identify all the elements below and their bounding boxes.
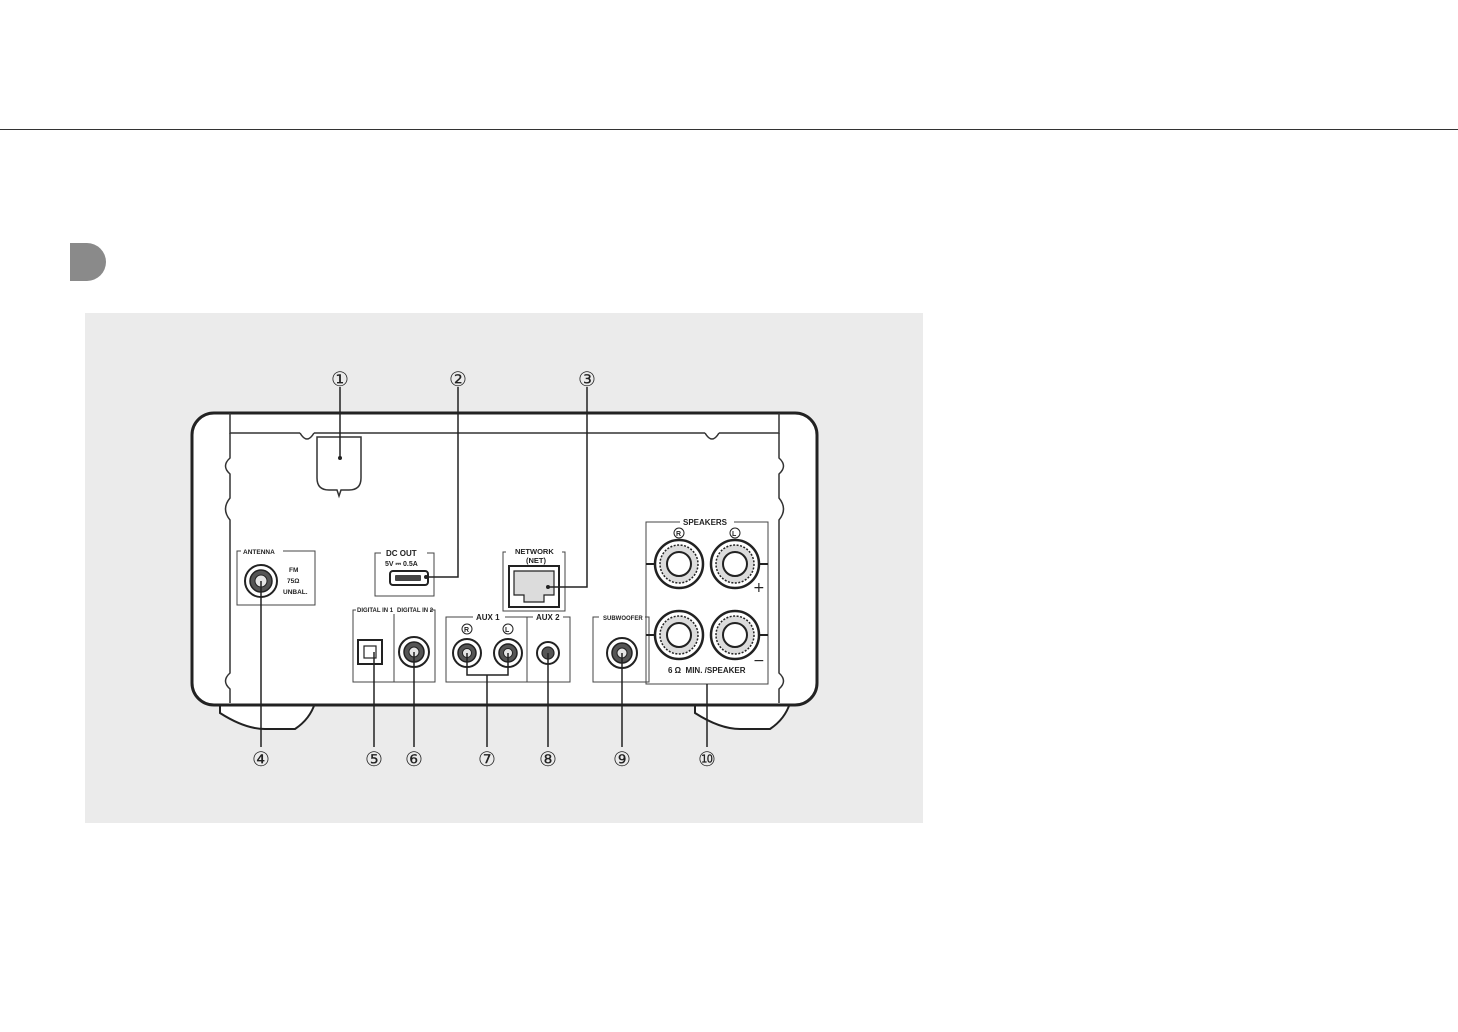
aux1-label: AUX 1 bbox=[476, 613, 500, 622]
aux-l-label: L bbox=[505, 627, 510, 634]
callout-4: ④ bbox=[252, 747, 270, 771]
callout-8: ⑧ bbox=[539, 747, 557, 771]
network-label: NETWORK bbox=[515, 547, 554, 556]
dc-out-rating: 5V ⎓ 0.5A bbox=[385, 561, 418, 568]
speaker-terminal-l-plus[interactable] bbox=[711, 540, 759, 588]
speaker-terminal-r-minus[interactable] bbox=[655, 611, 703, 659]
speaker-r-label: R bbox=[676, 531, 681, 538]
aux-r-label: R bbox=[464, 627, 469, 634]
callout-10: ⑩ bbox=[698, 747, 716, 771]
callout-5: ⑤ bbox=[365, 747, 383, 771]
antenna-label: ANTENNA bbox=[243, 549, 275, 556]
header-rule bbox=[0, 129, 1458, 130]
minus-label: − bbox=[753, 653, 765, 669]
section-marker bbox=[70, 243, 106, 281]
speaker-terminal-l-minus[interactable] bbox=[711, 611, 759, 659]
callout-3: ③ bbox=[578, 367, 596, 391]
dc-out-label: DC OUT bbox=[386, 549, 417, 558]
speaker-terminal-r-plus[interactable] bbox=[655, 540, 703, 588]
left-foot bbox=[220, 703, 315, 729]
net-label: (NET) bbox=[526, 556, 546, 565]
callout-9: ⑨ bbox=[613, 747, 631, 771]
unbal-label: UNBAL. bbox=[283, 589, 308, 596]
speakers-label: SPEAKERS bbox=[683, 518, 728, 527]
fm-label: FM bbox=[289, 567, 298, 574]
label-area bbox=[317, 437, 361, 496]
speaker-l-label: L bbox=[732, 531, 737, 538]
rear-panel-figure: ANTENNA FM 75Ω UNBAL. DC OUT 5V ⎓ 0.5A N… bbox=[85, 313, 923, 823]
plus-label: + bbox=[753, 580, 765, 596]
speaker-rating-label: 6 Ω MIN. /SPEAKER bbox=[668, 666, 746, 675]
callout-2: ② bbox=[449, 367, 467, 391]
digital-in-1-label: DIGITAL IN 1 bbox=[357, 608, 394, 614]
aux2-label: AUX 2 bbox=[536, 613, 560, 622]
digital-in-2-label: DIGITAL IN 2 bbox=[397, 608, 434, 614]
subwoofer-label: SUBWOOFER bbox=[603, 616, 643, 622]
callout-6: ⑥ bbox=[405, 747, 423, 771]
ohm-label: 75Ω bbox=[287, 578, 299, 585]
callout-1: ① bbox=[331, 367, 349, 391]
rear-panel-diagram: ANTENNA FM 75Ω UNBAL. DC OUT 5V ⎓ 0.5A N… bbox=[85, 313, 923, 823]
right-foot bbox=[695, 703, 790, 729]
callout-7: ⑦ bbox=[478, 747, 496, 771]
